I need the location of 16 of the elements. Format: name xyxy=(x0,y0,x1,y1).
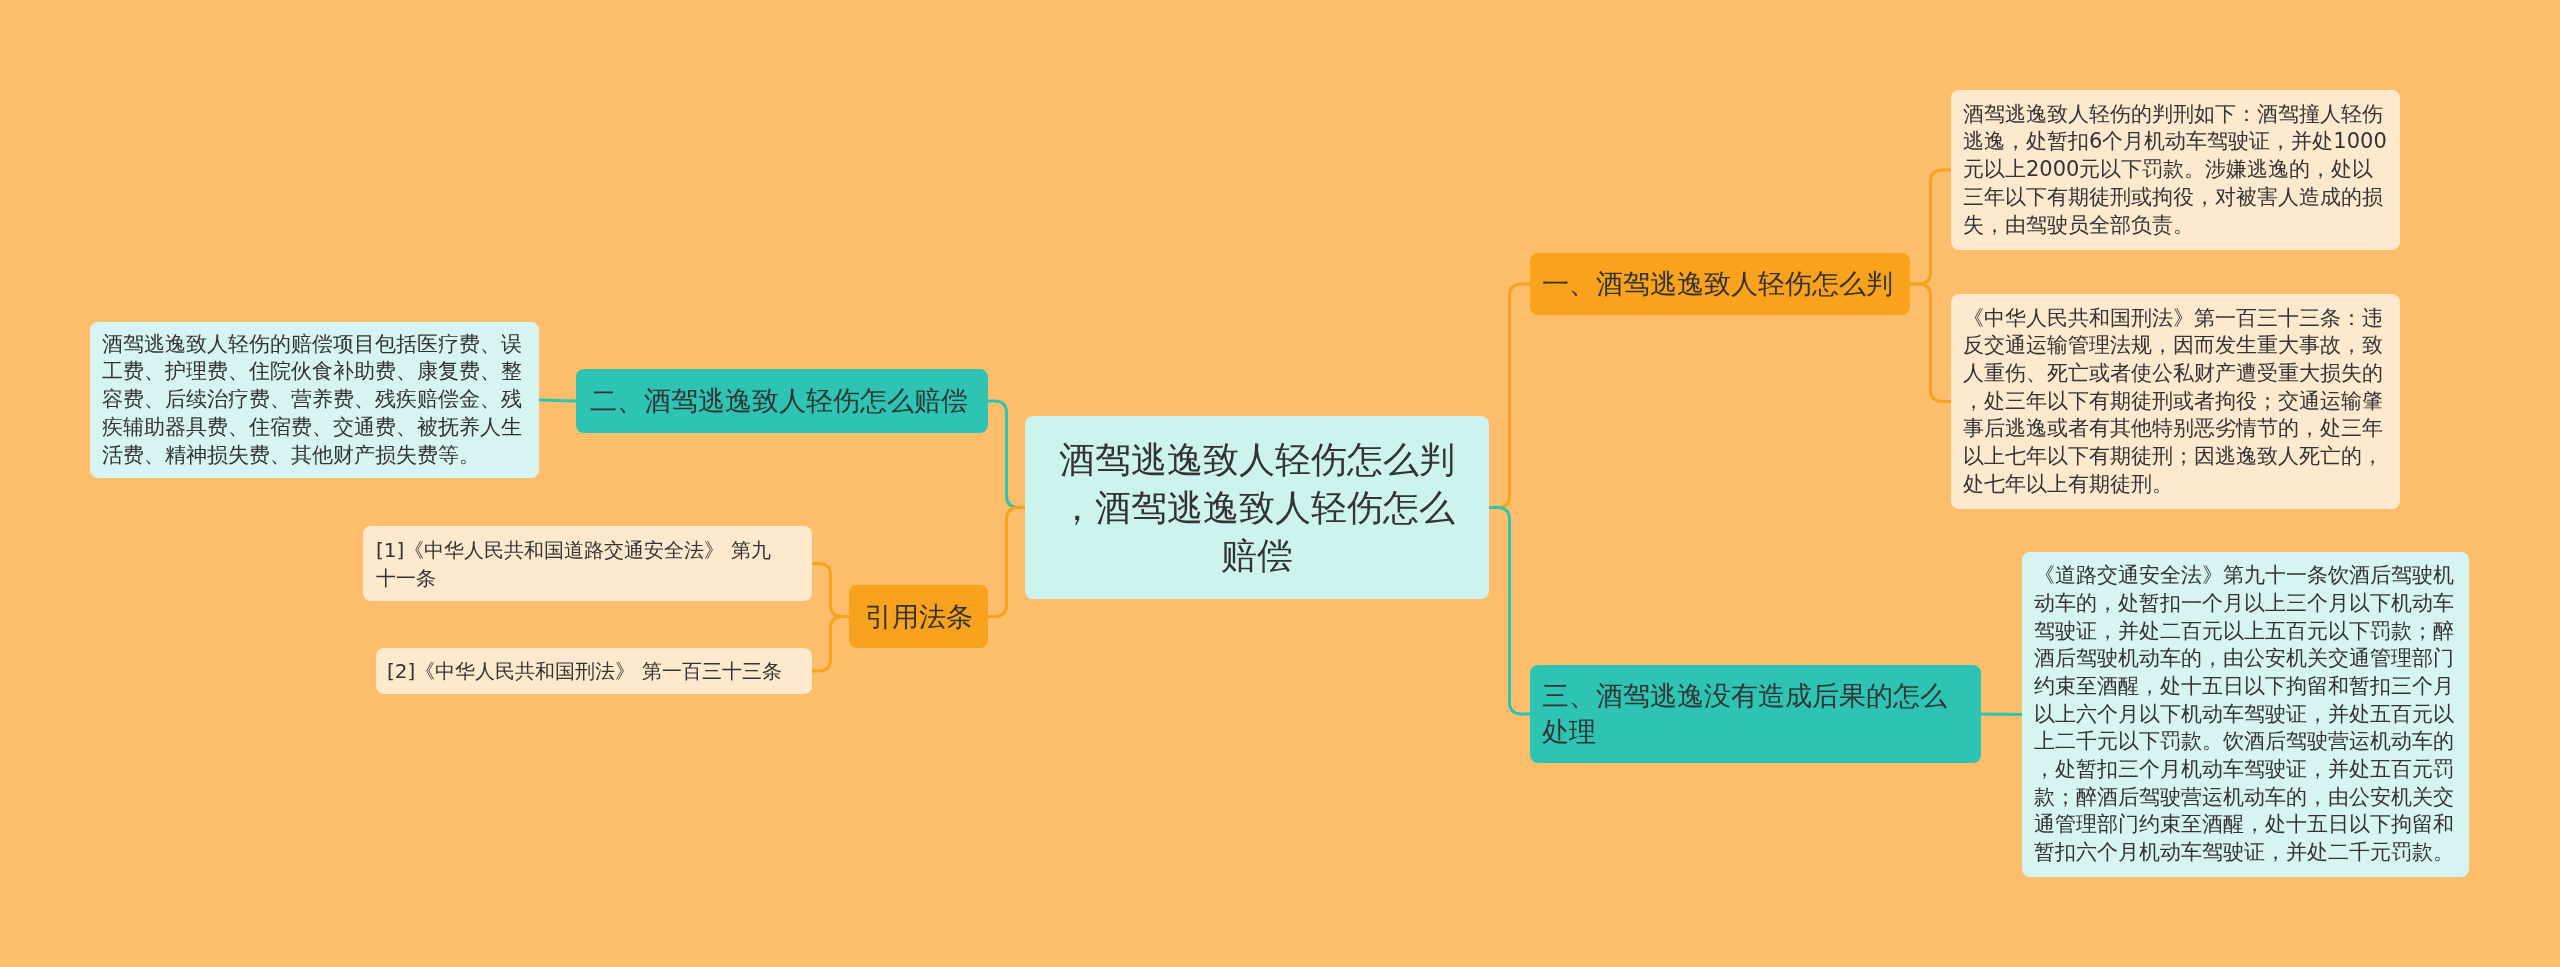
note-box: 酒驾逃逸致人轻伤的赔偿项目包括医疗费、误工费、护理费、住院伙食补助费、康复费、整容费、后续治疗费、营养费、残疾赔偿金、残疾辅助器具费、住宿费、交通费、被抚养人生活费、精神损失费、其他财产损失费等。 xyxy=(90,322,539,478)
subtopic-box: 二、酒驾逃逸致人轻伤怎么赔偿 xyxy=(576,369,988,433)
central-topic-box: 酒驾逃逸致人轻伤怎么判，酒驾逃逸致人轻伤怎么赔偿 xyxy=(1025,416,1489,599)
connector-line xyxy=(1980,712,2023,716)
connector-line xyxy=(538,398,577,403)
connector-line xyxy=(1910,282,1951,403)
note-box: [1]《中华人民共和国道路交通安全法》 第九十一条 xyxy=(363,526,812,601)
connector-line xyxy=(988,506,1025,618)
note-box: [2]《中华人民共和国刑法》 第一百三十三条 xyxy=(376,648,812,694)
note-box: 酒驾逃逸致人轻伤的判刑如下：酒驾撞人轻伤逃逸，处暂扣6个月机动车驾驶证，并处1000元以上2000元以下罚款。涉嫌逃逸的，处以三年以下有期徒刑或拘役，对被害人造成的损失，由驾驶员全部负责。 xyxy=(1951,90,2400,250)
note-box: 《道路交通安全法》第九十一条饮酒后驾驶机动车的，处暂扣一个月以上三个月以下机动车驾驶证，并处二百元以上五百元以下罚款；醉酒后驾驶机动车的，由公安机关交通管理部门约束至酒醒，处十五日以下拘留和暂扣三个月以上六个月以下机动车驾驶证，并处五百元以上二千元以下罚款。饮酒后驾驶营运机动车的，处暂扣三个月机动车驾驶证，并处五百元罚款；醉酒后驾驶营运机动车的，由公安机关交通管理部门约束至酒醒，处十五日以下拘留和暂扣六个月机动车驾驶证，并处二千元罚款。 xyxy=(2022,552,2469,877)
subtopic-box: 一、酒驾逃逸致人轻伤怎么判 xyxy=(1530,253,1910,315)
subtopic-box: 三、酒驾逃逸没有造成后果的怎么处理 xyxy=(1530,665,1981,763)
subtopic-box: 引用法条 xyxy=(849,585,988,648)
connector-line xyxy=(1489,506,1530,716)
note-box: 《中华人民共和国刑法》第一百三十三条：违反交通运输管理法规，因而发生重大事故，致人重伤、死亡或者使公私财产遭受重大损失的，处三年以下有期徒刑或者拘役；交通运输肇事后逃逸或者有其他特别恶劣情节的，处三年以上七年以下有期徒刑；因逃逸致人死亡的，处七年以上有期徒刑。 xyxy=(1951,294,2400,509)
